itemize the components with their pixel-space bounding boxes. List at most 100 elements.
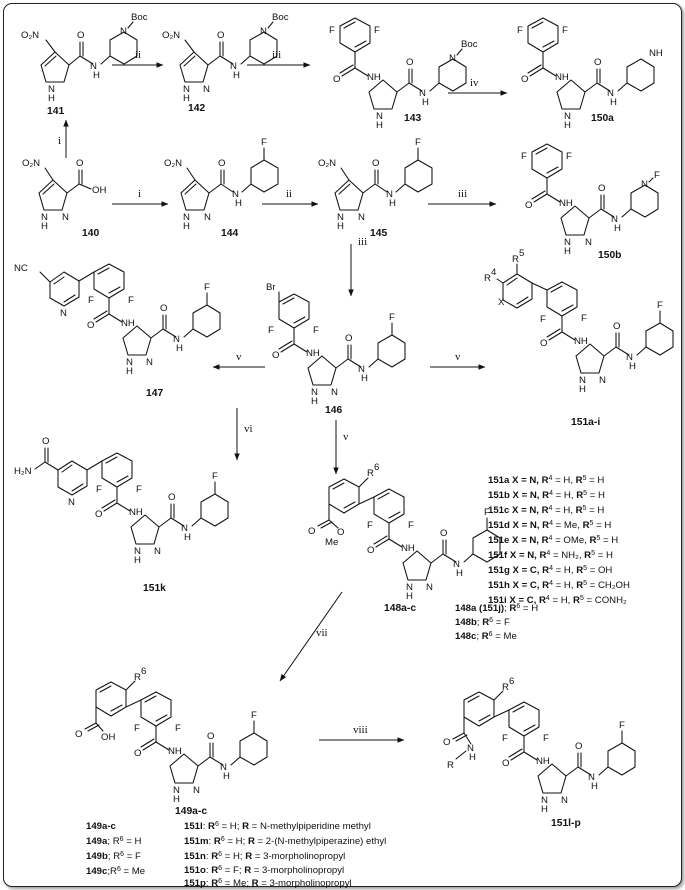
svg-text:N: N [193, 785, 200, 796]
svg-text:Br: Br [266, 282, 276, 293]
svg-text:F: F [367, 520, 373, 531]
row-151g: 151g X = C, R4 = H, R5 = OH [488, 565, 612, 577]
svg-text:F: F [268, 325, 274, 336]
svg-text:O: O [337, 527, 344, 538]
svg-text:N: N [48, 84, 55, 95]
svg-text:N: N [260, 26, 267, 37]
fluorophenyl-ring [239, 732, 268, 766]
svg-text:H: H [541, 804, 548, 815]
svg-text:F: F [484, 507, 490, 518]
svg-text:O: O [345, 333, 352, 344]
table-151a-i: 151a X = N, R4 = H, R5 = H 151b X = N, R… [488, 475, 630, 607]
table-149a-c: 149a-c 149a; R6 = H 149b; R6 = F 149c;R6… [86, 821, 145, 877]
svg-text:N: N [60, 308, 67, 319]
svg-text:F: F [204, 282, 210, 293]
structure-148a-c: R 6 O O Me F F O NH O N H F N N H 148a-c [308, 462, 501, 614]
row-151o: 151o: R6 = F; R = 3-morpholinopropyl [184, 865, 344, 877]
svg-text:F: F [96, 484, 102, 495]
svg-text:O: O [540, 338, 547, 349]
svg-text:N: N [134, 546, 141, 557]
svg-text:O: O [333, 74, 340, 85]
svg-text:R: R [367, 468, 374, 479]
svg-text:F: F [415, 137, 421, 148]
row-148c: 148c; R6 = Me [455, 631, 517, 643]
svg-text:O₂N: O₂N [162, 30, 180, 41]
svg-text:O: O [502, 758, 509, 769]
svg-text:N: N [564, 111, 571, 122]
svg-text:H: H [311, 396, 318, 407]
svg-text:F: F [175, 723, 181, 734]
substituted-aryl-ring [502, 273, 533, 309]
svg-text:Boc: Boc [272, 12, 289, 23]
svg-text:O: O [42, 436, 49, 447]
svg-text:N: N [585, 237, 592, 248]
row-151i: 151i X = C, R4 = H, R5 = CONH₂ [488, 595, 627, 607]
svg-text:NH: NH [168, 746, 182, 757]
svg-text:NH: NH [129, 507, 143, 518]
piperidine-ring [630, 184, 659, 218]
svg-text:Me: Me [325, 537, 338, 548]
svg-text:N: N [90, 61, 97, 72]
svg-text:H: H [610, 97, 617, 108]
svg-text:F: F [389, 312, 395, 323]
pyrazole-ring [307, 355, 337, 386]
svg-text:O: O [575, 741, 582, 752]
difluorophenyl-ring [373, 488, 405, 524]
svg-text:O: O [160, 303, 167, 314]
step-label: v [455, 351, 461, 363]
pyrazole-ring [179, 51, 209, 83]
svg-text:F: F [562, 25, 568, 36]
svg-text:N: N [426, 582, 433, 593]
svg-text:N: N [599, 375, 606, 386]
svg-text:H: H [456, 568, 463, 579]
step-label: vii [316, 627, 328, 639]
svg-text:N: N [386, 189, 393, 200]
row-148a: 148a (151j); R6 = H [455, 603, 538, 615]
svg-text:F: F [543, 733, 549, 744]
svg-text:N: N [588, 772, 595, 783]
svg-text:6: 6 [141, 666, 146, 677]
svg-text:H: H [579, 384, 586, 395]
svg-text:H: H [361, 373, 368, 384]
row-149a: 149a; R6 = H [86, 836, 141, 848]
svg-text:O: O [134, 748, 141, 759]
step-label: ii [286, 188, 292, 200]
svg-text:H: H [614, 223, 621, 234]
compound-label-150a: 150a [591, 113, 614, 124]
svg-text:H: H [41, 221, 48, 232]
svg-text:O: O [367, 545, 374, 556]
svg-text:F: F [212, 471, 218, 482]
svg-text:F: F [88, 295, 94, 306]
difluorophenyl-ring [140, 691, 172, 727]
compound-label-151k: 151k [143, 583, 166, 594]
structure-141: O₂N O N H N Boc N H 141 [21, 12, 148, 117]
step-label: i [58, 135, 61, 147]
pyrazole-ring [180, 179, 210, 211]
svg-text:N: N [449, 53, 456, 64]
pyrazole-ring [38, 179, 68, 211]
structure-146: Br F F O NH O N H F N N H 146 [266, 282, 406, 416]
row-151m: 151m: R6 = H; R = 2-(N-methylpiperazine)… [184, 836, 386, 848]
structure-151l-p: R 6 O N H R F F O NH O N H F N N H 151l-… [443, 676, 636, 829]
svg-text:N: N [183, 84, 190, 95]
row-151a: 151a X = N, R4 = H, R5 = H [488, 475, 604, 487]
piperidine-ring [626, 58, 655, 92]
svg-text:N: N [611, 214, 618, 225]
svg-text:H: H [469, 752, 476, 763]
piperidine-ring [249, 31, 278, 65]
svg-text:H: H [223, 771, 230, 782]
svg-text:H: H [376, 120, 383, 131]
compound-label-141: 141 [47, 106, 64, 117]
svg-text:N: N [358, 364, 365, 375]
svg-text:O: O [521, 74, 528, 85]
svg-text:H: H [184, 532, 191, 543]
row-151e: 151e X = N, R4 = OMe, R5 = H [488, 535, 618, 547]
svg-text:NH: NH [559, 198, 573, 209]
compound-label-140: 140 [82, 228, 99, 239]
step-label: viii [353, 724, 368, 736]
carboxamide-pyridine-ring [57, 460, 88, 496]
svg-text:H: H [233, 70, 240, 81]
structure-149a-c: R 6 O OH F F O NH O N H F N N H 149a-c [75, 666, 268, 817]
svg-text:H: H [176, 343, 183, 354]
step-label: i [138, 188, 141, 200]
